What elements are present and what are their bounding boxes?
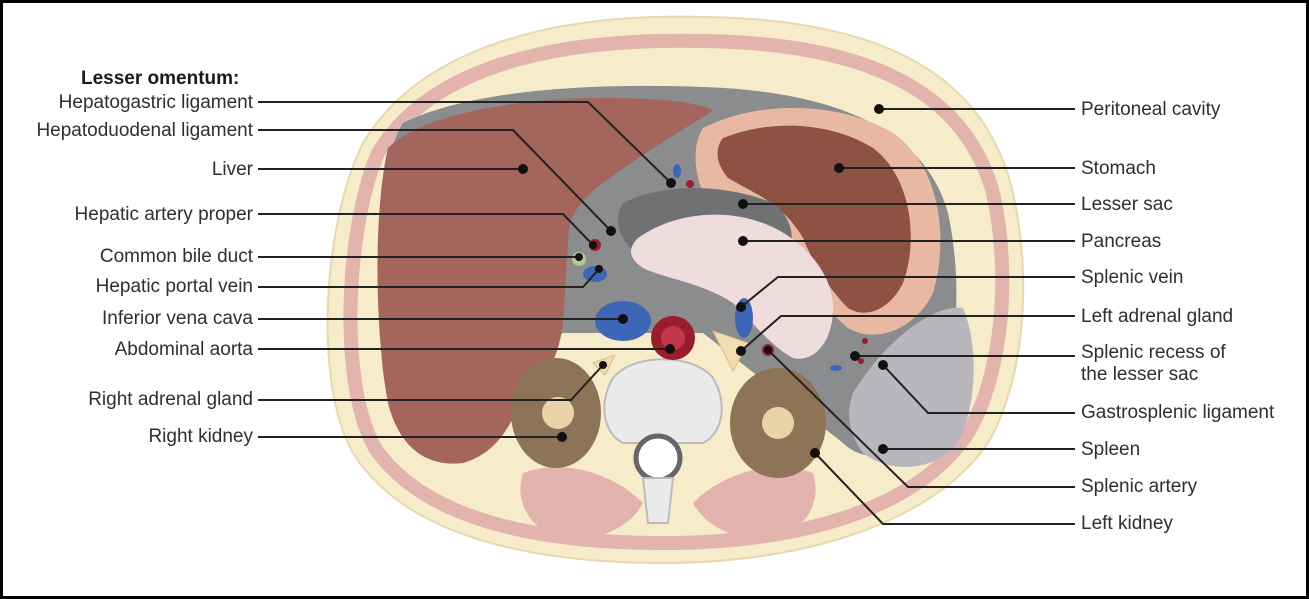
label-hepatic-artery-proper: Hepatic artery proper xyxy=(74,204,253,225)
label-right-kidney: Right kidney xyxy=(148,426,253,447)
leader-left-kidney xyxy=(814,452,1075,525)
leader-hepatic-artery xyxy=(258,213,594,246)
label-hepatoduodenal-ligament: Hepatoduodenal ligament xyxy=(36,120,253,141)
pointer-dots xyxy=(518,104,888,458)
label-hepatic-portal-vein: Hepatic portal vein xyxy=(95,276,253,297)
label-pancreas: Pancreas xyxy=(1081,231,1162,252)
back-muscle-left xyxy=(520,467,643,539)
leader-left-adrenal xyxy=(740,315,1075,352)
abdominal-aorta-lumen xyxy=(661,326,685,350)
label-splenic-recess-line2: the lesser sac xyxy=(1081,364,1199,385)
pancreas-shape xyxy=(631,214,833,359)
left-gastric-vein-shape xyxy=(673,164,681,178)
label-common-bile-duct: Common bile duct xyxy=(99,246,253,267)
label-splenic-vein: Splenic vein xyxy=(1081,267,1184,288)
left-kidney-pelvis xyxy=(762,407,794,439)
leader-splenic-artery xyxy=(767,349,1075,488)
abdomen-cross-section xyxy=(258,15,1075,565)
label-stomach: Stomach xyxy=(1081,158,1156,179)
left-gastric-artery-shape xyxy=(686,180,694,188)
label-splenic-artery: Splenic artery xyxy=(1081,476,1198,497)
label-hepatogastric-ligament: Hepatogastric ligament xyxy=(58,92,253,113)
short-gastric-vessel-2 xyxy=(858,358,864,364)
label-inferior-vena-cava: Inferior vena cava xyxy=(101,308,253,329)
vertebral-body xyxy=(603,358,723,444)
leader-portal-vein xyxy=(258,268,600,288)
spleen-shape xyxy=(849,307,974,467)
right-kidney-pelvis xyxy=(542,397,574,429)
label-liver: Liver xyxy=(211,159,253,180)
label-abdominal-aorta: Abdominal aorta xyxy=(114,339,253,360)
spinous-process xyxy=(641,477,675,524)
short-gastric-vein xyxy=(830,365,842,371)
label-right-adrenal-gland: Right adrenal gland xyxy=(88,389,253,410)
left-adrenal-shape xyxy=(712,330,749,373)
label-splenic-recess-line1: Splenic recess of xyxy=(1081,342,1226,363)
label-peritoneal-cavity: Peritoneal cavity xyxy=(1081,99,1221,120)
label-lesser-sac: Lesser sac xyxy=(1081,194,1173,215)
back-muscle-right xyxy=(693,467,816,539)
leader-lines-left xyxy=(258,101,672,438)
leader-gastrosplenic xyxy=(882,364,1075,414)
stomach-mucosa xyxy=(717,125,911,313)
lesser-omentum-heading: Lesser omentum: xyxy=(81,68,240,89)
liver-shape xyxy=(377,98,713,464)
leader-right-adrenal xyxy=(258,364,604,401)
leader-splenic-vein xyxy=(740,276,1075,308)
label-gastrosplenic-ligament: Gastrosplenic ligament xyxy=(1081,402,1275,423)
label-left-kidney: Left kidney xyxy=(1081,513,1173,534)
short-gastric-vessel-1 xyxy=(862,338,868,344)
label-spleen: Spleen xyxy=(1081,439,1141,460)
label-left-adrenal-gland: Left adrenal gland xyxy=(1081,306,1234,327)
leader-hepatoduodenal xyxy=(258,129,612,232)
leader-hepatogastric xyxy=(258,101,672,184)
leader-lines-right xyxy=(740,108,1075,525)
abdominal-wall-muscle xyxy=(343,33,1010,551)
spinal-canal xyxy=(633,433,683,483)
